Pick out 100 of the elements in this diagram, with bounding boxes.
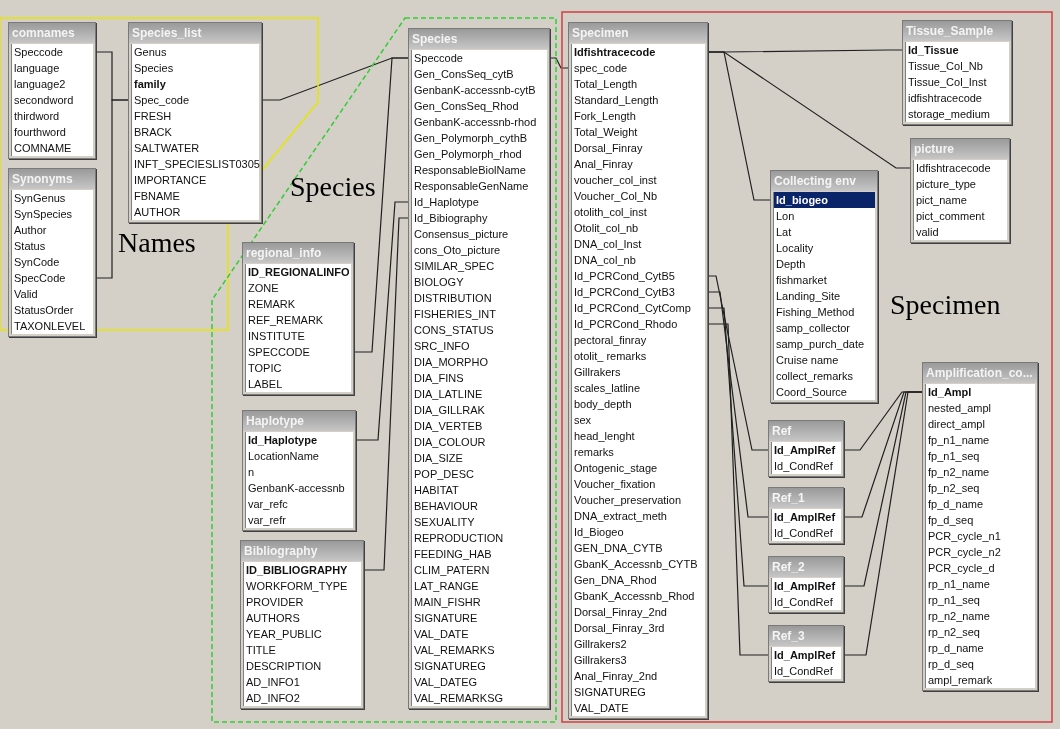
field-name: n	[247, 465, 256, 480]
field-name: PROVIDER	[245, 595, 305, 610]
table-title: Haplotype	[243, 411, 355, 431]
field-name: pict_name	[915, 193, 968, 208]
field-name: Gillrakers2	[573, 637, 628, 652]
field-name: collect_remarks	[775, 369, 855, 384]
field-name: YEAR_PUBLIC	[245, 627, 323, 642]
field-name: Landing_Site	[775, 289, 842, 304]
field-name: cons_Oto_picture	[413, 243, 502, 258]
field-name: voucher_col_inst	[573, 173, 658, 188]
field-name: WORKFORM_TYPE	[245, 579, 349, 594]
field-name: LocationName	[247, 449, 320, 464]
table-panel	[242, 242, 354, 395]
field-name: language	[13, 61, 61, 76]
field-name: GbanK_Accessnb_CYTB	[573, 557, 699, 572]
field-name: Gillrakers	[573, 365, 622, 380]
field-name: rp_n2_name	[927, 609, 991, 624]
table-title: Ref_1	[769, 488, 843, 508]
field-name: Species	[133, 61, 175, 76]
field-name: Id_CondRef	[773, 459, 834, 474]
field-name: Fishing_Method	[775, 305, 856, 320]
field-name: IMPORTANCE	[133, 173, 208, 188]
table-title: Ref_2	[769, 557, 843, 577]
relationship-line	[707, 307, 769, 587]
field-name: Dorsal_Finray	[573, 141, 644, 156]
table-panel	[8, 22, 96, 159]
field-name: thirdword	[13, 109, 61, 124]
relationship-line	[843, 391, 923, 656]
table-title: Ref	[769, 421, 843, 441]
field-name: BIOLOGY	[413, 275, 465, 290]
field-name: remarks	[573, 445, 615, 460]
table-panel	[240, 540, 364, 709]
field-name: scales_latline	[573, 381, 642, 396]
field-name: Id_PCRCond_CytB5	[573, 269, 676, 284]
field-name: Gen_ConsSeq_Rhod	[413, 99, 520, 114]
field-name: fp_n2_name	[927, 465, 991, 480]
field-name: GenbanK-accessnb-cytB	[413, 83, 537, 98]
field-name: Id_Tissue	[907, 43, 960, 58]
field-name: VAL_REMARKSG	[413, 691, 505, 706]
field-name: DNA_extract_meth	[573, 509, 668, 524]
region-label: Names	[118, 228, 196, 258]
table-panel	[910, 138, 1010, 243]
field-name: Lat	[775, 225, 793, 240]
field-name: Id_Ampl	[927, 385, 973, 400]
field-name: Id_PCRCond_CytB3	[573, 285, 676, 300]
field-name: SIGNATUREG	[413, 659, 487, 674]
field-name: DIA_LATLINE	[413, 387, 484, 402]
field-name: spec_code	[573, 61, 629, 76]
field-name: AD_INFO2	[245, 691, 301, 706]
field-name: fourthword	[13, 125, 67, 140]
field-name: Otolit_col_nb	[573, 221, 640, 236]
field-name: body_depth	[573, 397, 633, 412]
field-name: rp_d_seq	[927, 657, 975, 672]
field-name: Gen_Polymorph_rhod	[413, 147, 523, 162]
field-name: DNA_col_Inst	[573, 237, 643, 252]
field-name: Id_biogeo	[774, 192, 875, 208]
table-panel	[242, 410, 356, 531]
field-name: GenbanK-accessnb	[247, 481, 346, 496]
field-name: family	[133, 77, 167, 92]
field-name: Depth	[775, 257, 807, 272]
field-name: ID_REGIONALINFO	[247, 265, 351, 280]
table-panel	[768, 556, 844, 613]
field-name: ZONE	[247, 281, 280, 296]
field-name: CLIM_PATERN	[413, 563, 491, 578]
field-name: DNA_col_nb	[573, 253, 637, 268]
field-name: LAT_RANGE	[413, 579, 480, 594]
field-name: Gen_ConsSeq_cytB	[413, 67, 515, 82]
field-name: fp_d_seq	[927, 513, 975, 528]
relationship-line	[707, 275, 769, 451]
field-name: Lon	[775, 209, 796, 224]
table-panel	[770, 170, 878, 403]
field-name: PCR_cycle_n2	[927, 545, 1002, 560]
field-name: TITLE	[245, 643, 277, 658]
table-panel	[768, 420, 844, 477]
field-name: Voucher_Col_Nb	[573, 189, 659, 204]
field-name: ResponsableGenName	[413, 179, 530, 194]
field-name: Dorsal_Finray_3rd	[573, 621, 666, 636]
field-name: SynCode	[13, 255, 61, 270]
table-panel	[768, 625, 844, 682]
field-name: Voucher_preservation	[573, 493, 682, 508]
field-name: Cruise name	[775, 353, 840, 368]
field-name: DIA_FINS	[413, 371, 465, 386]
field-name: Valid	[13, 287, 39, 302]
field-name: Id_Haplotype	[413, 195, 480, 210]
relationship-line	[355, 201, 409, 441]
field-name: MAIN_FISHR	[413, 595, 482, 610]
field-name: rp_d_name	[927, 641, 985, 656]
table-title: picture	[911, 139, 1009, 159]
table-panel	[768, 487, 844, 544]
field-name: SIGNATUREG	[573, 685, 647, 700]
field-name: pectoral_finray	[573, 333, 648, 348]
field-name: sex	[573, 413, 593, 428]
field-name: AUTHORS	[245, 611, 301, 626]
field-name: valid	[915, 225, 940, 240]
region-label: Specimen	[890, 290, 1001, 320]
field-name: DIA_VERTEB	[413, 419, 484, 434]
field-name: SIGNATURE	[413, 611, 479, 626]
field-name: var_refc	[247, 497, 289, 512]
field-name: SynSpecies	[13, 207, 74, 222]
field-name: Dorsal_Finray_2nd	[573, 605, 668, 620]
